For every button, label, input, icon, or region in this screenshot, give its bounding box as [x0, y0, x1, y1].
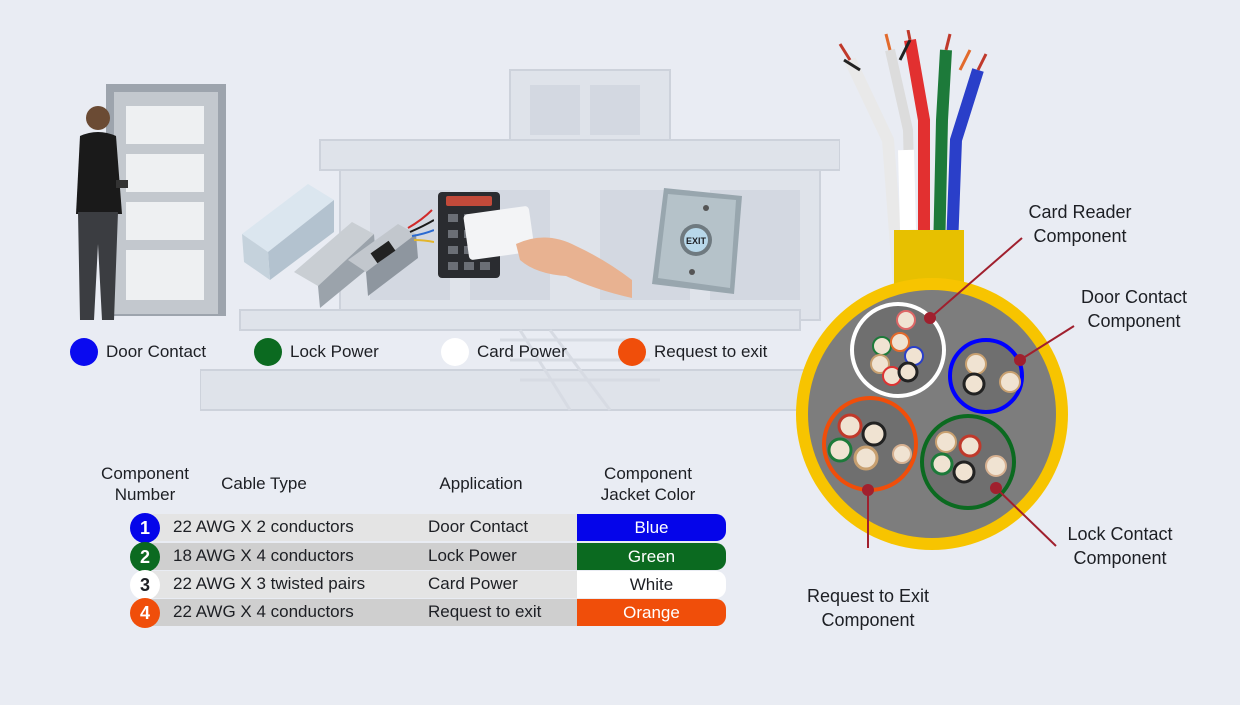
- table-row: 1 22 AWG X 2 conductors Door Contact Blu…: [130, 513, 726, 543]
- application-cell: Door Contact: [428, 517, 529, 536]
- cable-type-cell: 18 AWG X 4 conductors: [173, 546, 354, 565]
- legend-label: Request to exit: [654, 342, 768, 361]
- table-row: 2 18 AWG X 4 conductors Lock Power Green: [130, 542, 726, 572]
- cable-cross-section-diagram: [796, 30, 1075, 550]
- component-number-badge: 1: [130, 513, 160, 543]
- row-band: [146, 543, 594, 570]
- white-dot-icon: [441, 338, 469, 366]
- legend-lock-power: Lock Power: [254, 338, 379, 366]
- jacket-color-cell: White: [577, 571, 726, 598]
- jacket-color-cell: Blue: [577, 514, 726, 541]
- callout-lock-contact: Lock Contact Component: [1067, 524, 1173, 568]
- cable-type-cell: 22 AWG X 4 conductors: [173, 602, 354, 621]
- blue-dot-icon: [70, 338, 98, 366]
- background-house-illustration: [200, 69, 840, 411]
- header-jacket-color: Component Jacket Color: [600, 464, 696, 504]
- green-dot-icon: [254, 338, 282, 366]
- legend-request-to-exit: Request to exit: [618, 338, 767, 366]
- application-cell: Lock Power: [428, 546, 517, 565]
- row-band: [146, 571, 594, 598]
- callout-door-contact: Door Contact Component: [1080, 287, 1188, 331]
- card-reader-icon: [438, 192, 632, 298]
- power-supply-and-lock-icon: [242, 184, 434, 308]
- legend-door-contact: Door Contact: [70, 338, 206, 366]
- table-row: 4 22 AWG X 4 conductors Request to exit …: [130, 598, 726, 628]
- header-application: Application: [439, 474, 523, 493]
- header-component-number: Component Number: [101, 464, 189, 504]
- door-with-person-icon: [76, 84, 226, 320]
- exit-button-label: EXIT: [686, 236, 707, 246]
- exit-button-icon: EXIT: [652, 188, 742, 294]
- component-number-badge: 2: [130, 542, 160, 572]
- application-cell: Request to exit: [428, 602, 542, 621]
- jacket-color-cell: Orange: [577, 599, 726, 626]
- application-cell: Card Power: [428, 574, 518, 593]
- orange-dot-icon: [618, 338, 646, 366]
- legend-label: Card Power: [477, 342, 567, 361]
- cable-type-cell: 22 AWG X 2 conductors: [173, 517, 354, 536]
- callout-card-reader: Card Reader Component: [1028, 202, 1132, 246]
- cable-type-cell: 22 AWG X 3 twisted pairs: [173, 574, 366, 593]
- legend-label: Lock Power: [290, 342, 379, 361]
- row-band: [146, 599, 594, 626]
- legend-label: Door Contact: [106, 342, 207, 361]
- component-number-badge: 3: [130, 570, 160, 600]
- legend-card-power: Card Power: [441, 338, 567, 366]
- header-cable-type: Cable Type: [221, 474, 307, 493]
- table-row: 3 22 AWG X 3 twisted pairs Card Power Wh…: [130, 570, 726, 600]
- jacket-color-cell: Green: [577, 543, 726, 570]
- component-number-badge: 4: [130, 598, 160, 628]
- row-band: [146, 514, 594, 541]
- callout-request-to-exit: Request to Exit Component: [806, 586, 930, 630]
